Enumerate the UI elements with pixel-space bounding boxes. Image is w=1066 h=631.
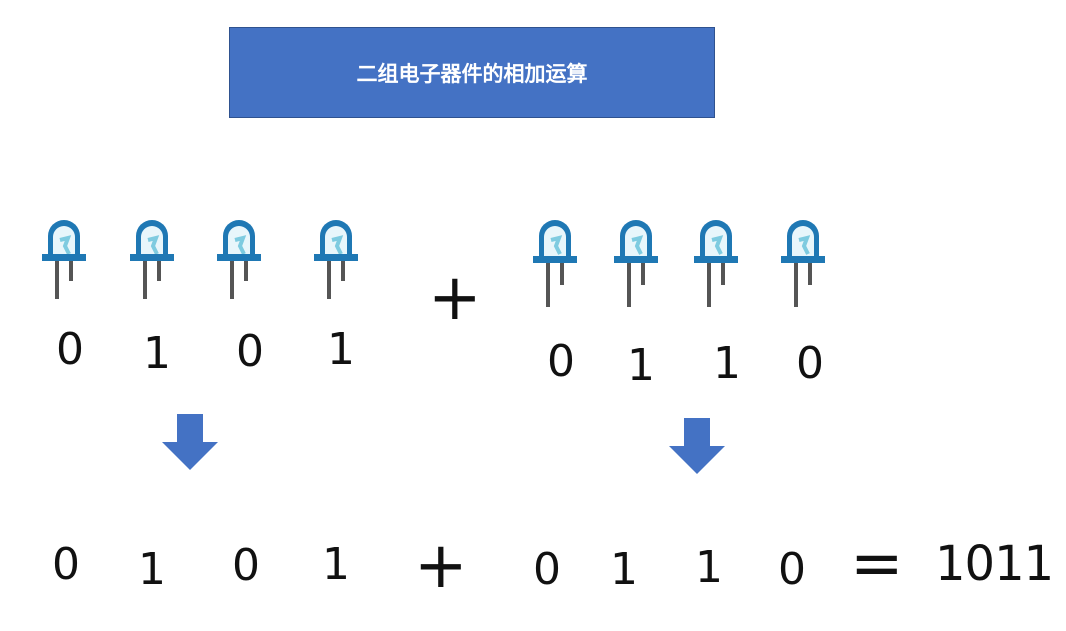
led-icon: [781, 220, 825, 307]
equation-right-bit: 0: [533, 544, 561, 595]
group1-bit: 1: [327, 324, 355, 375]
down-arrow-icon: [669, 418, 725, 474]
led-icon: [614, 220, 658, 307]
led-icon: [130, 220, 174, 299]
equation-left-bit: 1: [138, 544, 166, 595]
led-icon: [314, 220, 358, 299]
equation-right-bit: 1: [695, 542, 723, 593]
equation-left-bit: 0: [52, 539, 80, 590]
equation-plus: +: [414, 529, 468, 603]
equals-symbol: =: [850, 527, 904, 601]
led-icon: [694, 220, 738, 307]
led-icon: [217, 220, 261, 299]
equation-right-bit: 0: [778, 544, 806, 595]
title-text: 二组电子器件的相加运算: [356, 61, 588, 86]
group1-bit: 0: [56, 324, 84, 375]
led-icon: [42, 220, 86, 299]
group1-bit: 1: [143, 328, 171, 379]
title-banner: 二组电子器件的相加运算: [229, 27, 715, 118]
group1-bit: 0: [236, 326, 264, 377]
group2-bit: 1: [627, 340, 655, 391]
led-icon: [533, 220, 577, 307]
equation-left-bit: 0: [232, 540, 260, 591]
plus-symbol: +: [428, 261, 482, 335]
group2-bit: 0: [547, 336, 575, 387]
equation-left-bit: 1: [322, 539, 350, 590]
result-value: 1011: [935, 536, 1054, 592]
equation-right-bit: 1: [610, 544, 638, 595]
group2-bit: 0: [796, 338, 824, 389]
down-arrow-icon: [162, 414, 218, 470]
group2-bit: 1: [713, 338, 741, 389]
